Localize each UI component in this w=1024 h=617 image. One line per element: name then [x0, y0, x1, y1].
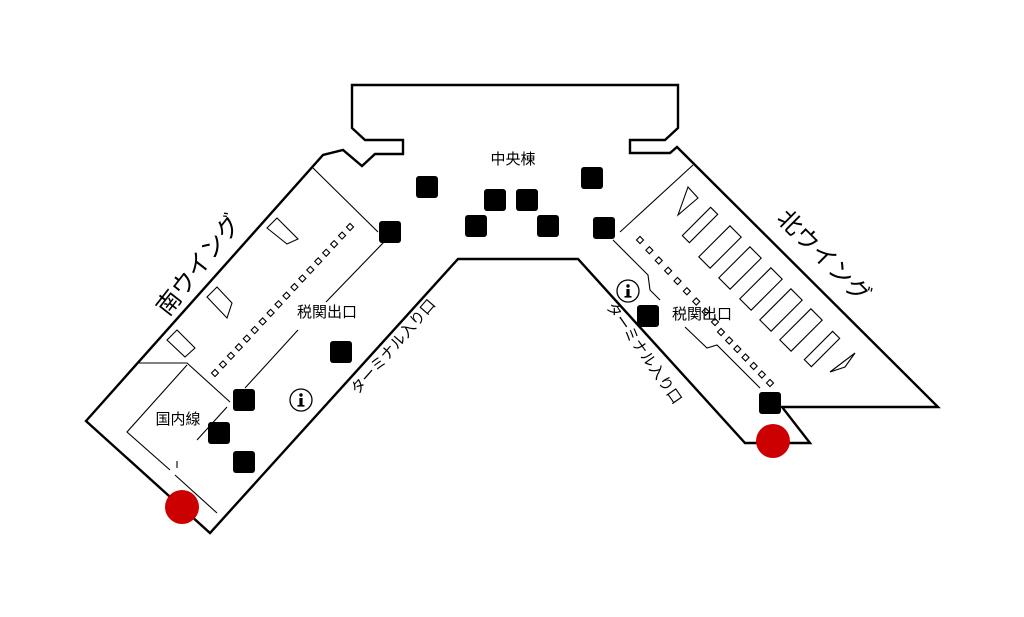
- barrier-post: [765, 378, 775, 388]
- barrier-post: [282, 291, 291, 301]
- terminal-entrance-south-label: ターミナル入り口: [347, 296, 439, 398]
- elevator-icon[interactable]: [483, 188, 507, 212]
- barrier-post: [716, 327, 726, 337]
- restroom-icon[interactable]: [233, 389, 255, 411]
- barrier-post: [757, 370, 767, 379]
- escalator-icon[interactable]: [463, 213, 489, 239]
- escalator-icon[interactable]: [635, 303, 661, 329]
- barrier-post: [345, 222, 355, 232]
- escalator-icon[interactable]: [231, 449, 257, 475]
- barrier-post: [741, 353, 750, 362]
- barrier-post: [673, 276, 682, 286]
- barrier-post: [266, 308, 275, 318]
- barrier-post: [733, 344, 742, 354]
- domestic-label: 国内線: [155, 410, 200, 428]
- barrier-post: [234, 342, 244, 352]
- barrier-post: [258, 317, 267, 326]
- elevator-icon[interactable]: [378, 220, 402, 244]
- barrier-post: [290, 282, 299, 292]
- barrier-post: [210, 368, 220, 378]
- north-wing-interior: [612, 164, 856, 389]
- barrier-post: [691, 297, 701, 306]
- restroom-icon[interactable]: [581, 167, 603, 189]
- barrier-post: [701, 307, 710, 317]
- south-wing-interior: [126, 167, 385, 514]
- central-building-label: 中央棟: [490, 150, 535, 168]
- barrier-post: [645, 245, 654, 255]
- barrier-post: [329, 239, 339, 249]
- elevator-icon[interactable]: [592, 216, 616, 240]
- barrier-post: [218, 360, 228, 369]
- barrier-post: [242, 334, 252, 343]
- escalator-icon[interactable]: [328, 339, 354, 365]
- barrier-post: [724, 336, 734, 345]
- barrier-post: [654, 256, 664, 265]
- terminal-outline: [84, 83, 941, 535]
- barrier-post: [710, 317, 720, 327]
- customs-exit-south-label: 税関出口: [297, 303, 357, 321]
- barrier-post: [305, 265, 315, 275]
- escalator-icon[interactable]: [535, 213, 561, 239]
- barrier-post: [635, 235, 645, 245]
- barrier-post: [749, 361, 758, 371]
- info-icon[interactable]: [289, 388, 313, 412]
- barrier-post: [337, 231, 347, 240]
- barrier-post: [298, 274, 307, 283]
- location-marker-north[interactable]: [756, 424, 790, 458]
- customs-exit-north-label: 税関出口: [672, 305, 732, 323]
- elevator-icon[interactable]: [515, 188, 539, 212]
- barrier-post: [274, 299, 283, 309]
- restroom-icon[interactable]: [759, 392, 781, 414]
- location-marker-south[interactable]: [165, 490, 199, 524]
- barrier-post: [226, 351, 236, 361]
- barrier-post: [663, 266, 673, 276]
- elevator-icon[interactable]: [207, 421, 231, 445]
- restroom-icon[interactable]: [416, 176, 438, 198]
- barrier-post: [250, 325, 260, 335]
- barrier-post: [313, 257, 323, 266]
- barrier-post: [321, 248, 331, 258]
- south-wing-label: 南ウイング: [151, 209, 247, 321]
- barrier-post: [682, 286, 692, 296]
- info-icon[interactable]: [616, 279, 640, 303]
